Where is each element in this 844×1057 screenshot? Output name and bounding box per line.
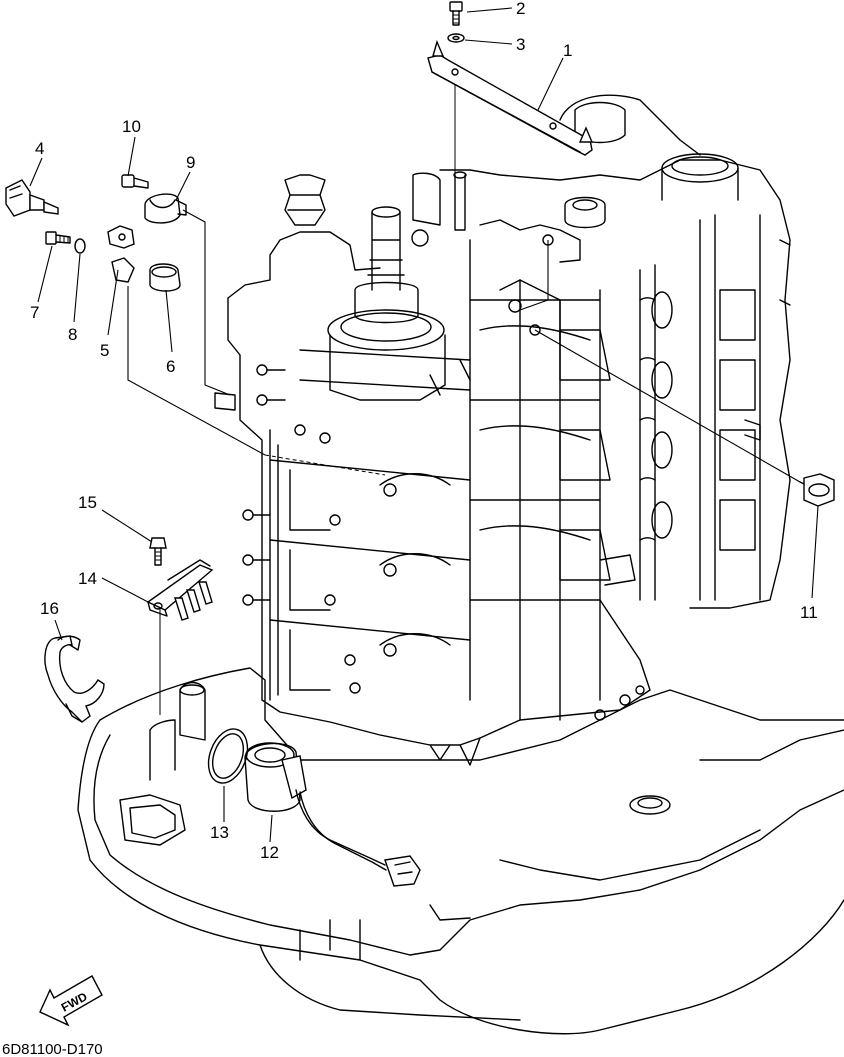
- callout-16: 16: [40, 599, 59, 618]
- part-15-bolt: [149, 537, 167, 566]
- part-1-bracket: [427, 39, 594, 156]
- fwd-arrow-icon: FWD: [39, 975, 103, 1027]
- part-3-washer: [447, 33, 465, 43]
- callout-leaders: [29, 7, 819, 843]
- part-6-grommet: [149, 263, 181, 292]
- callout-6: 6: [166, 357, 175, 376]
- part-7-screw: [45, 231, 71, 245]
- callout-5: 5: [100, 341, 109, 360]
- part-2-bolt: [449, 1, 463, 26]
- lower-casing-drawing: [77, 667, 844, 1035]
- callout-13: 13: [210, 823, 229, 842]
- callout-numbers: 1 2 3 4 5 6 7 8 9 10 11 12 13 14 15 16: [30, 0, 818, 862]
- engine-block-drawing: [214, 94, 791, 766]
- callout-11: 11: [800, 603, 818, 622]
- callout-7: 7: [30, 303, 39, 322]
- callout-14: 14: [78, 569, 97, 588]
- callout-10: 10: [122, 117, 141, 136]
- part-9-clamp: [144, 193, 187, 224]
- part-12-connector: [244, 742, 421, 887]
- callout-4: 4: [35, 139, 44, 158]
- callout-15: 15: [78, 493, 97, 512]
- diagram-code: 6D81100-D170: [2, 1041, 103, 1057]
- callout-2: 2: [516, 0, 525, 18]
- alignment-lines: [127, 70, 801, 715]
- part-5-clip: [107, 225, 135, 283]
- part-16-clamp: [44, 635, 105, 723]
- callout-8: 8: [68, 325, 77, 344]
- callout-3: 3: [516, 35, 525, 54]
- callout-9: 9: [186, 153, 195, 172]
- part-4-sensor: [5, 179, 59, 217]
- callout-12: 12: [260, 843, 279, 862]
- part-10-bolt: [121, 174, 149, 189]
- part-13-oring: [207, 728, 249, 784]
- part-11-plug: [799, 473, 835, 507]
- part-8-washer: [74, 238, 86, 254]
- callout-1: 1: [563, 41, 572, 60]
- part-14-holder: [146, 559, 214, 621]
